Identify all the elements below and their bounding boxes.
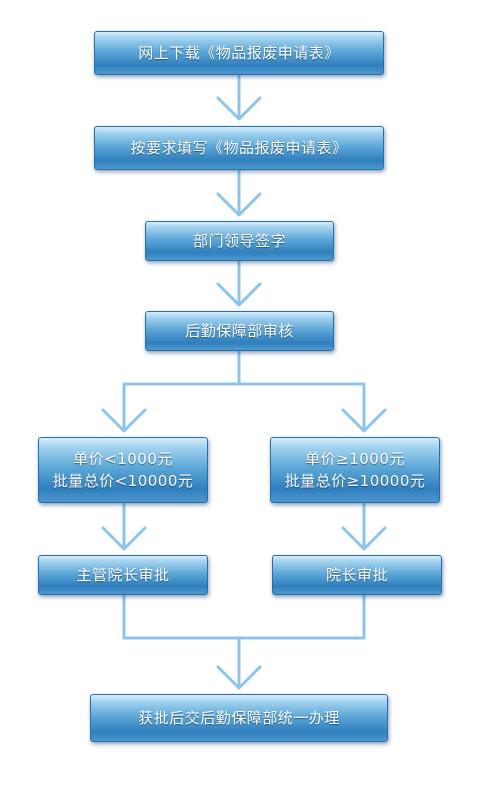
step-logistics-review-label: 后勤保障部审核: [185, 322, 294, 340]
step-fill-form-label: 按要求填写《物品报废申请表》: [130, 139, 348, 157]
arrow-high-price-to-dean: [341, 502, 387, 551]
step-dean-approval: 院长审批: [272, 555, 442, 595]
arrow-download-to-fill: [216, 74, 262, 121]
step-dept-leader-sign: 部门领导签字: [145, 221, 334, 261]
condition-low-price-unit: 单价<1000元: [73, 450, 173, 468]
branch-split-connector: [122, 350, 366, 386]
condition-high-price-unit: 单价≥1000元: [305, 450, 405, 468]
condition-low-price: 单价<1000元 批量总价<10000元: [38, 437, 208, 503]
arrow-fill-to-sign: [216, 169, 262, 217]
merge-connector: [122, 594, 366, 640]
condition-high-price: 单价≥1000元 批量总价≥10000元: [270, 437, 440, 503]
step-fill-form: 按要求填写《物品报废申请表》: [94, 126, 384, 170]
step-final-processing: 获批后交后勤保障部统一办理: [90, 694, 388, 742]
arrow-low-price-to-vice-dean: [101, 502, 147, 551]
condition-high-price-total: 批量总价≥10000元: [284, 472, 426, 490]
step-download-form: 网上下载《物品报废申请表》: [94, 31, 384, 75]
arrow-review-to-high-price: [341, 382, 387, 433]
arrow-review-to-low-price: [101, 382, 147, 433]
step-dean-approval-label: 院长审批: [325, 566, 388, 584]
step-vice-dean-approval-label: 主管院长审批: [76, 566, 170, 584]
step-logistics-review: 后勤保障部审核: [145, 311, 334, 351]
step-final-processing-label: 获批后交后勤保障部统一办理: [138, 709, 340, 727]
arrow-merge-to-final: [216, 636, 262, 690]
arrow-sign-to-review: [216, 260, 262, 307]
step-download-form-label: 网上下载《物品报废申请表》: [138, 44, 340, 62]
condition-low-price-total: 批量总价<10000元: [52, 472, 194, 490]
step-vice-dean-approval: 主管院长审批: [38, 555, 208, 595]
step-dept-leader-sign-label: 部门领导签字: [192, 232, 286, 250]
